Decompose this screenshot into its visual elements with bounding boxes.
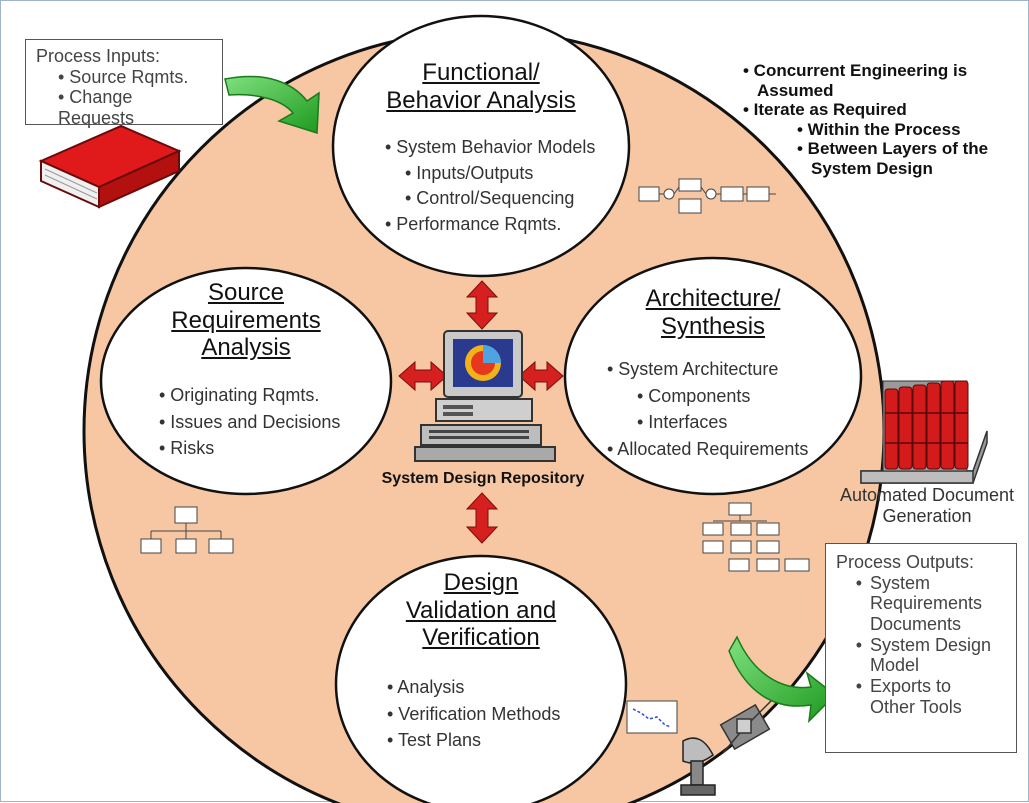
source-req-title: Source Requirements Analysis [141, 279, 351, 362]
antenna-icon [680, 737, 716, 796]
process-outputs-item-text: Exports to Other Tools [870, 676, 962, 717]
bullet: • [855, 634, 862, 655]
notes-block: • Concurrent Engineering is Assumed • It… [743, 61, 1023, 178]
tree-diagram-thumbnail-right [702, 502, 810, 572]
functional-item: • Performance Rqmts. [385, 214, 562, 235]
process-inputs-item: • Source Rqmts. [58, 66, 189, 87]
tree-diagram-thumbnail-left [140, 506, 234, 554]
satellite-icon [719, 700, 772, 754]
functional-title: Functional/ Behavior Analysis [341, 59, 621, 114]
bullet: • [855, 572, 862, 593]
process-outputs-title: Process Outputs: [836, 552, 975, 572]
validation-ellipse [334, 554, 628, 803]
computer-icon [414, 330, 556, 462]
source-req-items: • Originating Rqmts. • Issues and Decisi… [159, 385, 359, 459]
validation-item: • Verification Methods [387, 703, 561, 724]
note-within: • Within the Process [797, 119, 961, 139]
architecture-title: Architecture/ Synthesis [603, 285, 823, 340]
source-req-title-line2: Requirements [171, 306, 321, 334]
document-stack-icon [860, 380, 988, 484]
validation-title-line2: Validation and [405, 596, 557, 624]
validation-title-line1: Design [443, 569, 519, 596]
process-outputs-item: • Exports to Other Tools [836, 676, 1006, 717]
arrow-up-down-top [465, 280, 499, 330]
validation-item: • Analysis [387, 677, 465, 697]
process-inputs-title: Process Inputs: [36, 46, 161, 66]
arrow-left-right-right [518, 360, 564, 392]
process-inputs-item: • Change Requests [58, 87, 135, 129]
process-inputs-box: Process Inputs: • Source Rqmts. • Change… [25, 39, 223, 129]
plot-thumbnail [626, 700, 678, 734]
book-icon [38, 124, 182, 209]
architecture-title-line1: Architecture/ [645, 285, 781, 312]
architecture-item: • System Architecture [607, 359, 779, 379]
source-req-title-line1: Source [207, 279, 285, 306]
functional-item: • Control/Sequencing [405, 188, 575, 209]
note-assumed: Assumed [757, 80, 834, 100]
architecture-items: • System Architecture • Components • Int… [607, 359, 822, 460]
source-req-item: • Originating Rqmts. [159, 385, 320, 405]
doc-gen-line1: Automated Document [839, 485, 1015, 505]
architecture-title-line2: Synthesis [660, 312, 766, 340]
source-req-ellipse [99, 266, 393, 496]
source-req-item: • Issues and Decisions [159, 411, 341, 432]
process-outputs-item: • System Requirements Documents [836, 573, 1006, 635]
process-outputs-item: • System Design Model [836, 635, 1006, 676]
validation-item: • Test Plans [387, 730, 482, 751]
note-system-design: System Design [811, 158, 933, 178]
output-arrow-icon [728, 635, 837, 724]
functional-item: • Inputs/Outputs [405, 162, 534, 183]
functional-item: • System Behavior Models [385, 137, 596, 157]
functional-ellipse [331, 14, 631, 278]
doc-gen-label: Automated Document Generation [827, 485, 1027, 526]
validation-items: • Analysis • Verification Methods • Test… [387, 677, 587, 751]
note-concurrent: • Concurrent Engineering is [743, 61, 968, 80]
note-between: • Between Layers of the [797, 139, 989, 159]
source-req-item: • Risks [159, 438, 215, 459]
architecture-item: • Components [637, 385, 751, 406]
validation-title-line3: Verification [422, 624, 540, 652]
bullet: • [855, 676, 862, 697]
process-outputs-item-text: System Requirements Documents [870, 572, 983, 635]
architecture-item: • Interfaces [637, 412, 728, 433]
functional-title-line2: Behavior Analysis [386, 86, 576, 114]
source-req-title-line3: Analysis [201, 334, 291, 362]
arrow-up-down-bottom [465, 492, 499, 544]
input-arrow-icon [224, 75, 320, 135]
process-outputs-box: Process Outputs: • System Requirements D… [825, 543, 1017, 753]
process-outputs-item-text: System Design Model [870, 634, 992, 676]
architecture-ellipse [563, 256, 863, 496]
doc-gen-line2: Generation [882, 505, 972, 526]
note-iterate: • Iterate as Required [743, 100, 907, 120]
functional-items: • System Behavior Models • Inputs/Output… [385, 137, 625, 235]
flow-diagram-thumbnail [638, 178, 776, 214]
validation-title: Design Validation and Verification [371, 569, 591, 652]
architecture-item: • Allocated Requirements [607, 439, 809, 460]
repository-label: System Design Repository [381, 470, 585, 487]
functional-title-line1: Functional/ [422, 59, 540, 86]
